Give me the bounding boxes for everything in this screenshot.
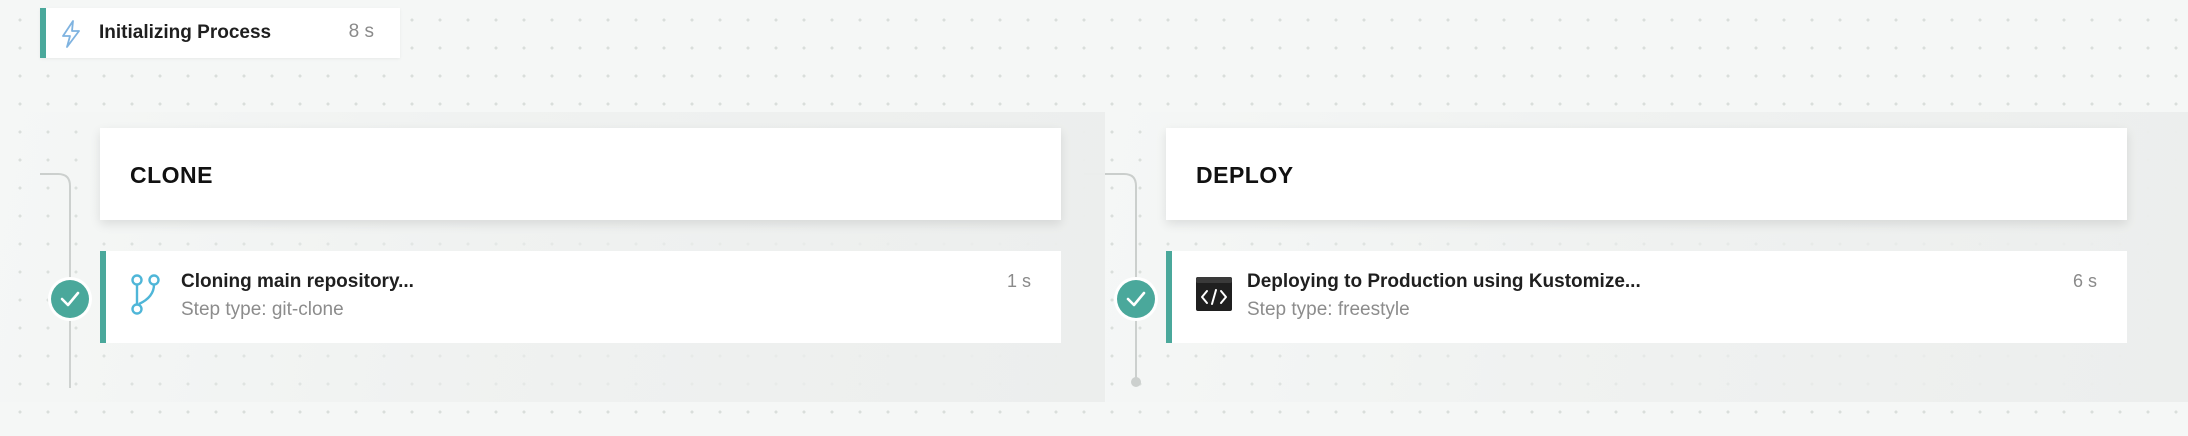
step-card-deploy[interactable]: Deploying to Production using Kustomize.… xyxy=(1166,251,2127,343)
init-step-duration: 8 s xyxy=(348,21,374,42)
git-branch-icon xyxy=(131,274,160,315)
step-title: Cloning main repository... xyxy=(181,271,414,292)
stage-header-clone[interactable]: CLONE xyxy=(100,128,1061,220)
step-title: Deploying to Production using Kustomize.… xyxy=(1247,271,1641,292)
step-success-check-icon xyxy=(1117,280,1155,318)
stage-name: DEPLOY xyxy=(1196,162,1294,188)
step-type: Step type: git-clone xyxy=(181,299,344,320)
step-success-check-icon xyxy=(51,280,89,318)
code-window-icon xyxy=(1196,277,1232,311)
step-duration: 6 s xyxy=(2072,271,2097,291)
stage-name: CLONE xyxy=(130,162,213,188)
stage-header-deploy[interactable]: DEPLOY xyxy=(1166,128,2127,220)
initializing-process-card[interactable]: Initializing Process 8 s xyxy=(40,8,400,58)
step-duration: 1 s xyxy=(1006,271,1031,291)
step-type: Step type: freestyle xyxy=(1247,299,1410,320)
lightning-bolt-icon xyxy=(62,20,80,48)
step-card-clone[interactable]: Cloning main repository... Step type: gi… xyxy=(100,251,1061,343)
init-step-title: Initializing Process xyxy=(99,22,272,43)
